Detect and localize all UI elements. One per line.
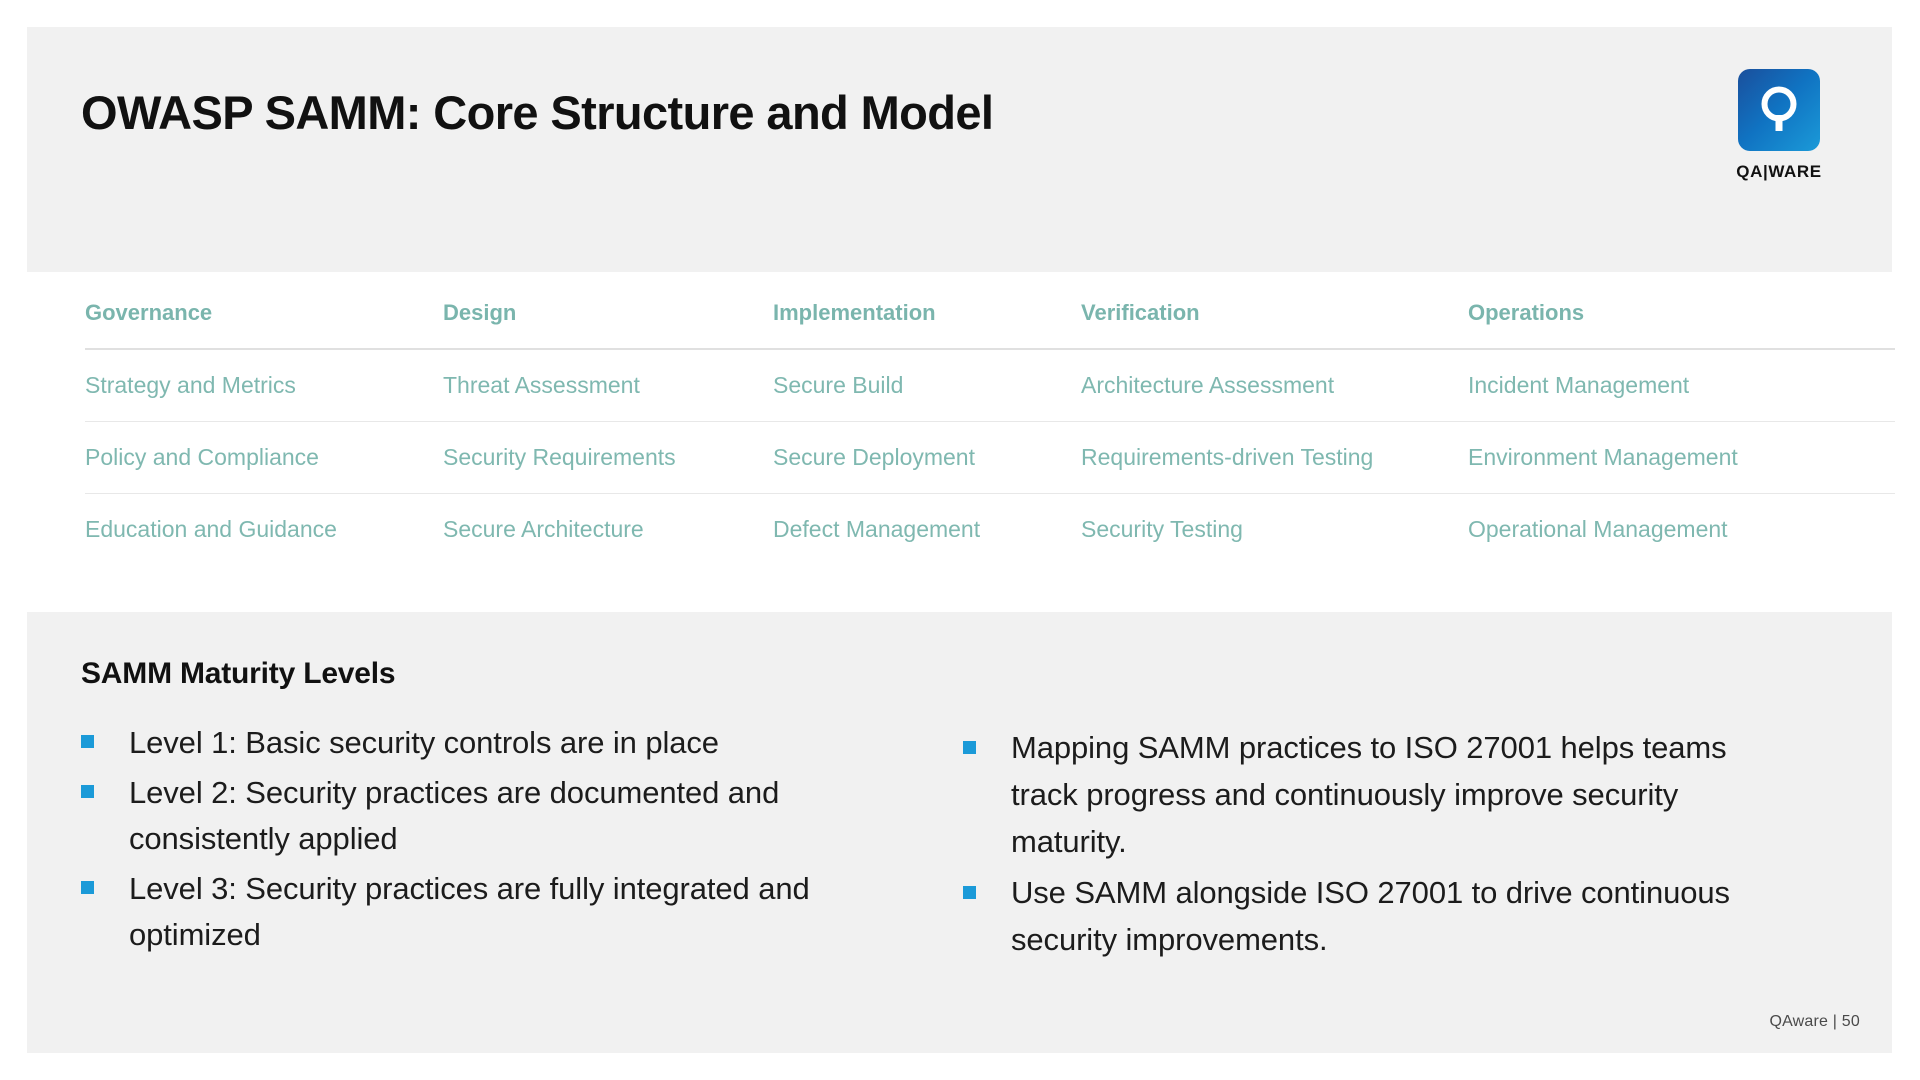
list-item-label: Level 3: Security practices are fully in… — [129, 870, 810, 952]
practice-cell: Security Testing — [1081, 516, 1243, 542]
practice-cell: Secure Build — [773, 349, 1081, 422]
brand-wordmark: QA|WARE — [1736, 162, 1822, 181]
table-row: Strategy and Metrics Threat Assessment S… — [85, 349, 1895, 422]
maturity-columns: Level 1: Basic security controls are in … — [81, 720, 1852, 968]
practice-cell: Education and Guidance — [85, 516, 337, 542]
column-header-verification: Verification — [1081, 300, 1468, 350]
maturity-left-column: Level 1: Basic security controls are in … — [81, 720, 871, 968]
list-item-label: Level 1: Basic security controls are in … — [129, 725, 719, 760]
maturity-levels-list: Level 1: Basic security controls are in … — [81, 720, 871, 957]
list-item: Level 1: Basic security controls are in … — [81, 720, 871, 766]
square-bullet-icon — [81, 880, 94, 894]
practice-cell: Secure Architecture — [443, 516, 644, 542]
page-title: OWASP SAMM: Core Structure and Model — [81, 86, 994, 139]
column-header-governance: Governance — [85, 300, 443, 350]
practice-cell: Policy and Compliance — [85, 421, 443, 494]
square-bullet-icon — [963, 741, 976, 754]
column-header-implementation: Implementation — [773, 300, 1081, 350]
list-item-label: Use SAMM alongside ISO 27001 to drive co… — [1011, 875, 1730, 958]
list-item: Level 2: Security practices are document… — [81, 770, 871, 862]
table-row: Education and Guidance Secure Architectu… — [85, 494, 1895, 566]
practice-cell: Incident Management — [1468, 349, 1895, 422]
list-item: Use SAMM alongside ISO 27001 to drive co… — [963, 869, 1753, 963]
maturity-levels-panel: SAMM Maturity Levels Level 1: Basic secu… — [27, 612, 1892, 1053]
practice-cell: Architecture Assessment — [1081, 349, 1468, 422]
practice-cell: Defect Management — [773, 516, 981, 542]
list-item-label: Mapping SAMM practices to ISO 27001 help… — [1011, 730, 1727, 860]
practice-cell: Security Requirements — [443, 421, 773, 494]
practice-cell: Strategy and Metrics — [85, 349, 443, 422]
iso-mapping-list: Mapping SAMM practices to ISO 27001 help… — [963, 724, 1753, 964]
list-item: Level 3: Security practices are fully in… — [81, 866, 871, 958]
brand-logo: QA|WARE — [1714, 69, 1844, 182]
section-title: SAMM Maturity Levels — [81, 657, 396, 690]
slide-footer: QAware | 50 — [1769, 1013, 1860, 1030]
table-row: Policy and Compliance Security Requireme… — [85, 421, 1895, 494]
practice-cell: Threat Assessment — [443, 349, 773, 422]
header-panel: OWASP SAMM: Core Structure and Model QA|… — [27, 27, 1892, 272]
list-item-label: Level 2: Security practices are document… — [129, 774, 780, 856]
table-header-row: Governance Design Implementation Verific… — [85, 300, 1895, 350]
qaware-q-logo-icon — [1738, 69, 1820, 151]
column-header-operations: Operations — [1468, 300, 1895, 350]
square-bullet-icon — [81, 735, 94, 748]
practice-cell: Operational Management — [1468, 516, 1728, 542]
practice-cell: Secure Deployment — [773, 421, 1081, 494]
square-bullet-icon — [963, 886, 976, 900]
practice-cell: Requirements-driven Testing — [1081, 421, 1468, 494]
samm-business-functions-table: Governance Design Implementation Verific… — [85, 300, 1895, 565]
list-item: Mapping SAMM practices to ISO 27001 help… — [963, 724, 1753, 865]
practice-cell: Environment Management — [1468, 421, 1895, 494]
maturity-right-column: Mapping SAMM practices to ISO 27001 help… — [963, 720, 1753, 968]
column-header-design: Design — [443, 300, 773, 350]
square-bullet-icon — [81, 784, 94, 798]
